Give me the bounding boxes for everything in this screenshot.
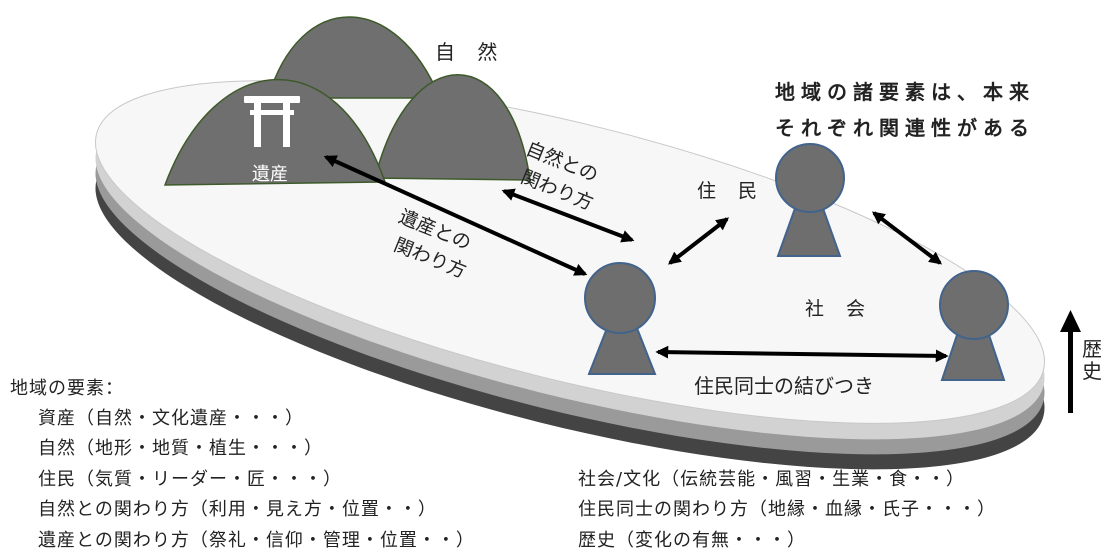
legend-item-nature: 自然（地形・地質・植生・・・） xyxy=(38,438,323,459)
legend-item-society-culture: 社会/文化（伝統芸能・風習・生業・食・・） xyxy=(578,469,966,490)
legend-item-resident-relations: 住民同士の関わり方（地縁・血縁・氏子・・・） xyxy=(578,499,996,520)
person-icon xyxy=(775,143,845,257)
legend-item-history: 歴史（変化の有無・・・） xyxy=(578,530,806,551)
mountain-right xyxy=(374,74,531,181)
person-icon xyxy=(584,262,657,375)
up-arrow-icon xyxy=(1060,310,1081,413)
double-arrow-icon xyxy=(655,345,949,363)
double-arrow-icon xyxy=(323,155,588,276)
double-arrow-icon xyxy=(871,211,943,265)
legend-title: 地域の要素： xyxy=(10,378,124,399)
residents-label: 住 民 xyxy=(697,180,766,202)
mountain-back xyxy=(266,16,442,99)
relation-claim-line-2: それぞれ関連性がある xyxy=(775,116,1035,140)
nature-label: 自 然 xyxy=(435,40,506,64)
legend-item-residents: 住民（気質・リーダー・匠・・・） xyxy=(38,469,342,490)
society-label: 社 会 xyxy=(805,298,874,320)
person-icon xyxy=(939,270,1009,381)
relation-arrows xyxy=(323,155,949,363)
relation-claim-line-1: 地域の諸要素は、本来 xyxy=(775,80,1035,104)
legend-item-assets: 資産（自然・文化遺産・・・） xyxy=(38,408,304,429)
legend-item-nature-relation: 自然との関わり方（利用・見え方・位置・・） xyxy=(38,499,437,520)
resident-bonds-label: 住民同士の結びつき xyxy=(694,374,874,398)
heritage-label: 遺産 xyxy=(252,164,288,185)
legend-item-heritage-relation: 遺産との関わり方（祭礼・信仰・管理・位置・・） xyxy=(38,530,475,551)
torii-gate-icon xyxy=(244,96,300,147)
history-label: 歴史 xyxy=(1082,337,1102,383)
relation-claim: 地域の諸要素は、本来 それぞれ関連性がある xyxy=(775,74,1035,146)
double-arrow-icon xyxy=(501,188,635,243)
double-arrow-icon xyxy=(667,217,730,265)
